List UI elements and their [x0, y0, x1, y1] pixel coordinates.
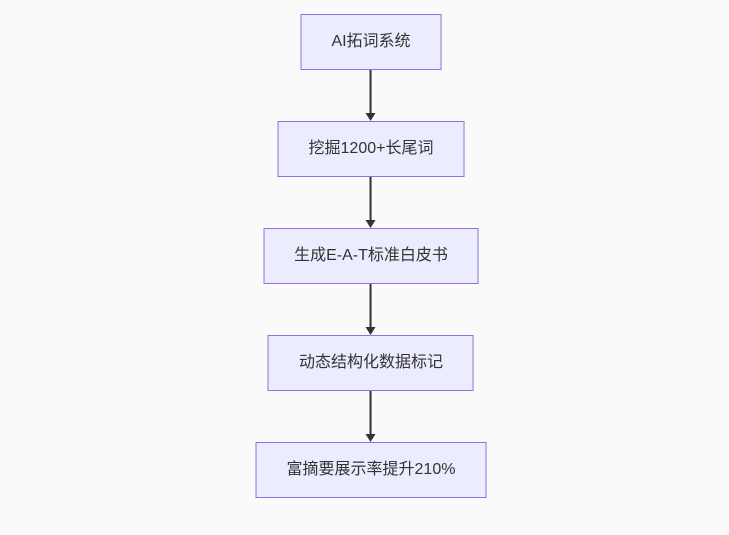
flow-node-label: 动态结构化数据标记	[298, 354, 443, 371]
flow-edge-arrow	[364, 177, 378, 228]
flow-node-label: 生成E-A-T标准白皮书	[294, 247, 448, 264]
arrowhead-down-icon	[366, 220, 376, 228]
arrow-line	[370, 391, 372, 434]
flow-node-label: AI拓词系统	[331, 33, 411, 50]
flow-edge-arrow	[364, 70, 378, 121]
arrow-line	[370, 177, 372, 220]
arrowhead-down-icon	[366, 434, 376, 442]
flow-node-n2: 挖掘1200+长尾词	[277, 121, 465, 177]
flow-edge-arrow	[364, 284, 378, 335]
flowchart-diagram: AI拓词系统 挖掘1200+长尾词 生成E-A-T标准白皮书 动态结构化数据标记…	[255, 14, 487, 498]
flow-node-label: 挖掘1200+长尾词	[308, 140, 434, 157]
arrow-line	[370, 284, 372, 327]
flow-node-n5: 富摘要展示率提升210%	[255, 442, 487, 498]
flow-node-n4: 动态结构化数据标记	[267, 335, 474, 391]
flow-node-label: 富摘要展示率提升210%	[286, 461, 456, 478]
flow-node-n3: 生成E-A-T标准白皮书	[263, 228, 479, 284]
flow-edge-arrow	[364, 391, 378, 442]
arrowhead-down-icon	[366, 113, 376, 121]
arrow-line	[370, 70, 372, 113]
arrowhead-down-icon	[366, 327, 376, 335]
flow-node-n1: AI拓词系统	[300, 14, 442, 70]
